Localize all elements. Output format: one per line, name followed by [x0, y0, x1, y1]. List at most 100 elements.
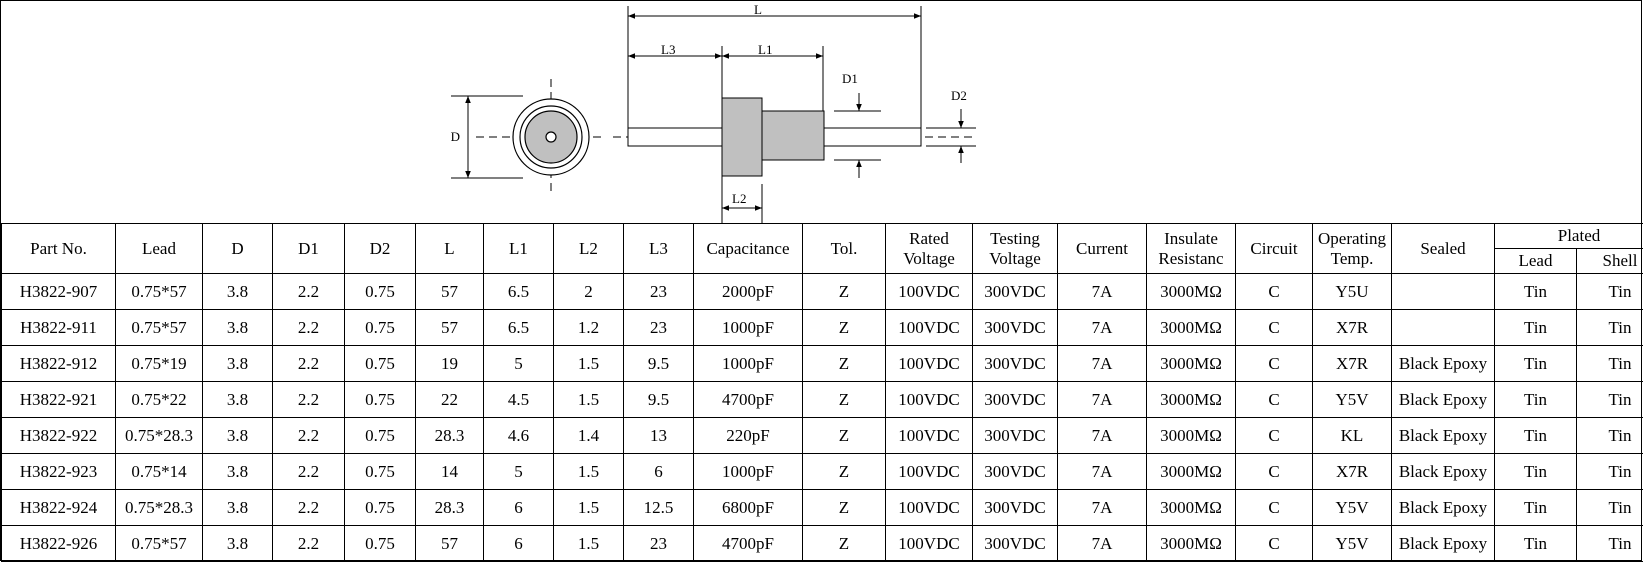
- cell-d: 3.8: [202, 489, 273, 526]
- cell-l: 14: [415, 453, 484, 490]
- cell-circuit: C: [1235, 309, 1313, 346]
- col-header-current: Current: [1057, 223, 1147, 274]
- end-view-lead-circle: [545, 131, 557, 143]
- cell-operating-temp: X7R: [1312, 309, 1392, 346]
- cell-d1: 2.2: [272, 381, 345, 418]
- cell-l2: 1.5: [553, 345, 624, 382]
- cell-operating-temp: Y5U: [1312, 273, 1392, 310]
- cell-sealed: Black Epoxy: [1391, 417, 1495, 454]
- cell-testing-voltage: 300VDC: [972, 453, 1058, 490]
- cell-lead: 0.75*14: [115, 453, 203, 490]
- cell-part-no: H3822-924: [1, 489, 116, 526]
- cell-plated-shell: Tin: [1576, 381, 1643, 418]
- cell-d1: 2.2: [272, 453, 345, 490]
- cell-lead: 0.75*57: [115, 525, 203, 562]
- cell-d: 3.8: [202, 417, 273, 454]
- cell-capacitance: 2000pF: [693, 273, 803, 310]
- cell-capacitance: 4700pF: [693, 525, 803, 562]
- cell-plated-shell: Tin: [1576, 273, 1643, 310]
- cell-l3: 13: [623, 417, 694, 454]
- cell-plated-lead: Tin: [1494, 417, 1577, 454]
- cell-tol: Z: [802, 453, 886, 490]
- operating-temp-line-1: Operating: [1318, 228, 1386, 248]
- cell-l: 22: [415, 381, 484, 418]
- cell-l3: 23: [623, 525, 694, 562]
- cell-l1: 6: [483, 489, 554, 526]
- col-header-sealed: Sealed: [1391, 223, 1495, 274]
- cell-d: 3.8: [202, 453, 273, 490]
- rated-voltage-line-2: Voltage: [903, 248, 955, 268]
- cell-capacitance: 220pF: [693, 417, 803, 454]
- cell-circuit: C: [1235, 525, 1313, 562]
- cell-operating-temp: X7R: [1312, 345, 1392, 382]
- cell-testing-voltage: 300VDC: [972, 381, 1058, 418]
- cell-d2: 0.75: [344, 273, 416, 310]
- cell-operating-temp: Y5V: [1312, 381, 1392, 418]
- cell-l: 57: [415, 309, 484, 346]
- col-header-capacitance: Capacitance: [693, 223, 803, 274]
- cell-circuit: C: [1235, 381, 1313, 418]
- cell-sealed: Black Epoxy: [1391, 453, 1495, 490]
- cell-lead: 0.75*57: [115, 309, 203, 346]
- col-header-l3: L3: [623, 223, 694, 274]
- col-header-testing-voltage: Testing Voltage: [972, 223, 1058, 274]
- cell-circuit: C: [1235, 417, 1313, 454]
- cell-d2: 0.75: [344, 525, 416, 562]
- shell-flange: [721, 97, 763, 177]
- lead-wire-left: [627, 127, 724, 147]
- cell-l3: 9.5: [623, 381, 694, 418]
- operating-temp-line-2: Temp.: [1330, 248, 1374, 268]
- spec-table: Part No. Lead D D1 D2 L L1 L2 L3 Capacit…: [1, 223, 1643, 562]
- cell-part-no: H3822-923: [1, 453, 116, 490]
- cell-part-no: H3822-907: [1, 273, 116, 310]
- col-header-d: D: [202, 223, 273, 274]
- cell-lead: 0.75*22: [115, 381, 203, 418]
- dim-label-l3: L3: [661, 42, 675, 57]
- cell-tol: Z: [802, 417, 886, 454]
- dim-label-d2: D2: [951, 88, 967, 103]
- cell-part-no: H3822-926: [1, 525, 116, 562]
- cell-rated-voltage: 100VDC: [885, 525, 973, 562]
- cell-d: 3.8: [202, 273, 273, 310]
- cell-operating-temp: KL: [1312, 417, 1392, 454]
- cell-l2: 2: [553, 273, 624, 310]
- cell-d1: 2.2: [272, 273, 345, 310]
- cell-plated-shell: Tin: [1576, 345, 1643, 382]
- cell-l2: 1.5: [553, 381, 624, 418]
- cell-l3: 6: [623, 453, 694, 490]
- cell-sealed: Black Epoxy: [1391, 345, 1495, 382]
- cell-insulate-resistance: 3000MΩ: [1146, 525, 1236, 562]
- cell-d1: 2.2: [272, 309, 345, 346]
- cell-d1: 2.2: [272, 417, 345, 454]
- cell-operating-temp: Y5V: [1312, 489, 1392, 526]
- cell-l: 19: [415, 345, 484, 382]
- cell-part-no: H3822-922: [1, 417, 116, 454]
- cell-insulate-resistance: 3000MΩ: [1146, 417, 1236, 454]
- cell-l3: 9.5: [623, 345, 694, 382]
- cell-rated-voltage: 100VDC: [885, 489, 973, 526]
- col-header-part-no: Part No.: [1, 223, 116, 274]
- cell-capacitance: 1000pF: [693, 309, 803, 346]
- cell-tol: Z: [802, 381, 886, 418]
- cell-current: 7A: [1057, 489, 1147, 526]
- cell-l3: 23: [623, 309, 694, 346]
- cell-plated-lead: Tin: [1494, 345, 1577, 382]
- col-header-circuit: Circuit: [1235, 223, 1313, 274]
- cell-sealed: [1391, 309, 1495, 346]
- cell-capacitance: 1000pF: [693, 453, 803, 490]
- subheader-row: Lead Shell: [2, 248, 1643, 274]
- cell-d2: 0.75: [344, 489, 416, 526]
- cell-plated-lead: Tin: [1494, 453, 1577, 490]
- dim-label-l1: L1: [758, 42, 772, 57]
- col-header-d1: D1: [272, 223, 345, 274]
- cell-insulate-resistance: 3000MΩ: [1146, 273, 1236, 310]
- cell-capacitance: 6800pF: [693, 489, 803, 526]
- cell-d2: 0.75: [344, 453, 416, 490]
- cell-lead: 0.75*28.3: [115, 489, 203, 526]
- insulate-resistance-line-1: Insulate: [1164, 228, 1218, 248]
- cell-tol: Z: [802, 309, 886, 346]
- cell-lead: 0.75*19: [115, 345, 203, 382]
